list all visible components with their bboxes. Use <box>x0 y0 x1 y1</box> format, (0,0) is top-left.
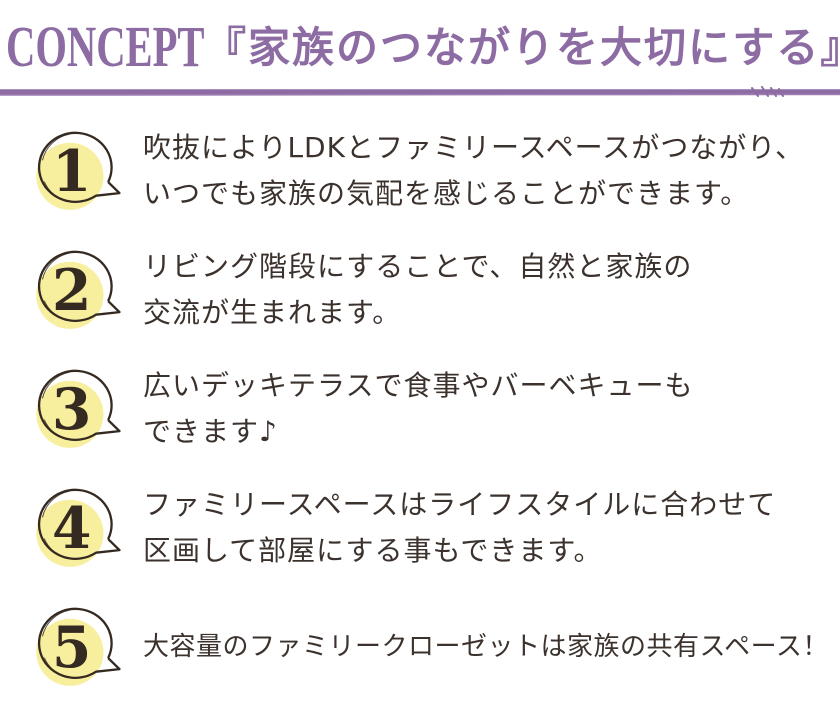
concept-flyer-page: CONCEPT 『家族のつながりを大切にする』 1 吹抜によりLDK <box>0 0 840 686</box>
item-3-text: 広いデッキテラスで食事やバーベキューも できます♪ <box>143 363 840 455</box>
item-2-text: リビング階段にすることで、自然と家族の 交流が生まれます。 <box>143 244 840 336</box>
concept-item-3: 3 広いデッキテラスで食事やバーベキューも できます♪ <box>0 362 840 455</box>
speech-bubble-number-icon: 2 <box>36 250 121 329</box>
item-text-line: 交流が生まれます。 <box>143 295 402 329</box>
speech-bubble-number-icon: 4 <box>36 488 121 567</box>
header-title-row: CONCEPT 『家族のつながりを大切にする』 <box>6 14 840 80</box>
item-number: 3 <box>52 376 91 442</box>
item-text-line: 区画して部屋にする事もできます。 <box>143 533 603 567</box>
item-2-badge: 2 <box>31 244 123 336</box>
speech-bubble-number-icon: 1 <box>36 131 121 210</box>
item-text-line: できます♪ <box>143 414 278 448</box>
concept-label-wrap: CONCEPT <box>6 14 205 80</box>
item-3-badge: 3 <box>31 363 123 455</box>
concept-header: CONCEPT 『家族のつながりを大切にする』 <box>0 0 840 100</box>
concept-label: CONCEPT <box>6 14 205 79</box>
item-number: 1 <box>52 138 91 204</box>
item-text-line: 広いデッキテラスで食事やバーベキューも <box>143 368 694 402</box>
item-text-line: 大容量のファミリークローゼットは家族の共有スペース！ <box>143 631 829 662</box>
concept-item-2: 2 リビング階段にすることで、自然と家族の 交流が生まれます。 <box>0 243 840 336</box>
hand-drawn-underline <box>0 86 840 97</box>
item-text-line: いつでも家族の気配を感じることができます。 <box>143 176 750 210</box>
item-text-line: ファミリースペースはライフスタイルに合わせて <box>143 487 777 521</box>
concept-item-5: 5 大容量のファミリークローゼットは家族の共有スペース！ <box>0 600 840 693</box>
item-5-badge: 5 <box>31 601 123 693</box>
item-5-text: 大容量のファミリークローゼットは家族の共有スペース！ <box>143 624 840 670</box>
concept-item-4: 4 ファミリースペースはライフスタイルに合わせて 区画して部屋にする事もできます… <box>0 481 840 574</box>
speech-bubble-number-icon: 3 <box>36 369 121 448</box>
item-text-line: 吹抜によりLDKとファミリースペースがつながり、 <box>143 130 805 164</box>
speech-bubble-number-icon: 5 <box>36 607 121 686</box>
item-text-line: リビング階段にすることで、自然と家族の <box>143 249 693 283</box>
item-number: 4 <box>52 495 91 561</box>
item-1-text: 吹抜によりLDKとファミリースペースがつながり、 いつでも家族の気配を感じること… <box>143 125 840 217</box>
concept-item-list: 1 吹抜によりLDKとファミリースペースがつながり、 いつでも家族の気配を感じる… <box>0 124 840 719</box>
item-number: 2 <box>52 257 91 323</box>
item-number: 5 <box>52 614 91 680</box>
page-title: 『家族のつながりを大切にする』 <box>204 23 840 72</box>
concept-item-1: 1 吹抜によりLDKとファミリースペースがつながり、 いつでも家族の気配を感じる… <box>0 124 840 217</box>
item-4-text: ファミリースペースはライフスタイルに合わせて 区画して部屋にする事もできます。 <box>143 482 840 574</box>
item-1-badge: 1 <box>31 125 123 217</box>
item-4-badge: 4 <box>31 482 123 574</box>
